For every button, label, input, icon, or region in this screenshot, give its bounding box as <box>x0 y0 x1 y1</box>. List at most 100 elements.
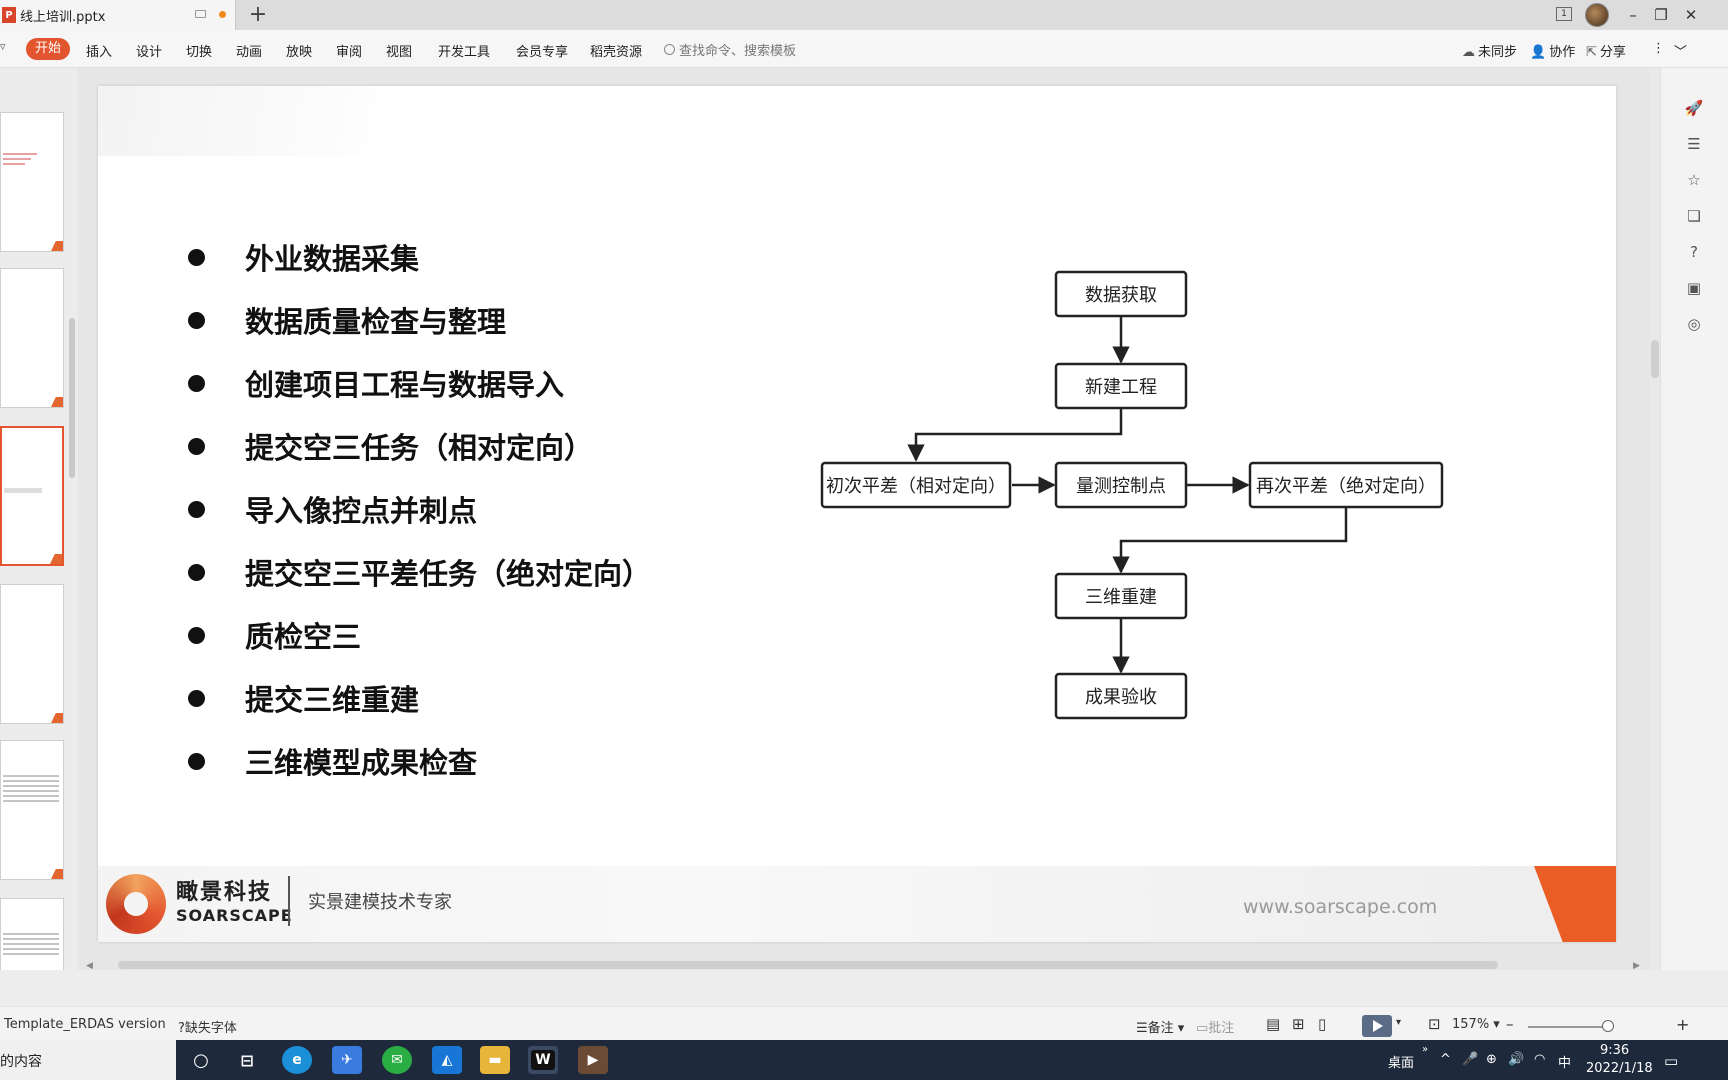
slides-icon[interactable]: ❏ <box>1687 207 1701 225</box>
zoom-slider-knob[interactable] <box>1602 1020 1614 1032</box>
vertical-scrollbar[interactable] <box>1651 340 1659 378</box>
slide-thumbnail-pane <box>0 68 78 970</box>
grid-view-icon[interactable]: ⊞ <box>1292 1015 1305 1033</box>
play-slideshow-button[interactable] <box>1362 1015 1392 1037</box>
minimize-button[interactable]: – <box>1629 6 1637 24</box>
slide-thumbnail[interactable] <box>0 268 64 408</box>
file-explorer-icon[interactable]: ▬ <box>480 1046 510 1074</box>
scroll-left-icon[interactable]: ◀ <box>86 961 93 971</box>
person-icon: 👤 <box>1530 45 1547 60</box>
user-avatar[interactable] <box>1585 3 1609 27</box>
flow-node-acquire <box>1054 270 1188 318</box>
comments-button[interactable]: ▭批注 <box>1196 1021 1235 1036</box>
footer-accent-shape <box>1534 866 1616 942</box>
sliders-icon[interactable]: ☰ <box>1687 135 1701 153</box>
expand-toolbar-icon[interactable]: » <box>1422 1044 1429 1055</box>
title-bar: P 线上培训.pptx + 1 – ❐ ✕ <box>0 0 1728 30</box>
flow-node-second-adjust <box>1248 461 1444 509</box>
clock-time[interactable]: 9:36 <box>1600 1043 1630 1058</box>
question-icon: ? <box>178 1021 185 1036</box>
menu-animation[interactable]: 动画 <box>236 45 263 60</box>
command-search[interactable]: 查找命令、搜索模板 <box>664 40 796 59</box>
window-count-badge[interactable]: 1 <box>1556 7 1572 21</box>
menu-docer[interactable]: 稻壳资源 <box>590 45 643 60</box>
zoom-in-button[interactable]: + <box>1676 1015 1690 1034</box>
notification-center-icon[interactable]: ▭ <box>1664 1052 1679 1070</box>
ime-indicator[interactable]: 中 <box>1558 1056 1572 1071</box>
media-player-icon[interactable]: ▶ <box>578 1046 608 1074</box>
menu-dropdown-icon[interactable]: ▿ <box>0 40 6 53</box>
workflow-diagram: 数据获取 新建工程 初次平差（相对定向） 量测控制点 再次平差（绝对定向） 三维… <box>820 270 1444 720</box>
feishu-icon[interactable]: ✈ <box>332 1046 362 1074</box>
right-tool-sidebar: 🚀 ☰ ☆ ❏ ? ▣ ◎ ⋯ <box>1660 68 1728 993</box>
thumbnail-scrollbar[interactable] <box>69 318 75 478</box>
sync-button[interactable]: ☁未同步 <box>1462 45 1518 60</box>
collapse-ribbon-icon[interactable]: ﹀ <box>1674 45 1688 60</box>
rocket-icon[interactable]: 🚀 <box>1684 99 1704 117</box>
slide-footer: 瞰景科技 SOARSCAPE 实景建模技术专家 www.soarscape.co… <box>98 866 1616 942</box>
clock-date[interactable]: 2022/1/18 <box>1586 1061 1653 1076</box>
slide-header-decoration <box>98 86 398 156</box>
play-options-icon[interactable]: ▾ <box>1396 1017 1402 1028</box>
notes-button[interactable]: ☰备注 ▾ <box>1136 1021 1185 1036</box>
show-hidden-icons-icon[interactable]: ^ <box>1440 1052 1451 1067</box>
cortana-icon[interactable]: ○ <box>193 1049 209 1071</box>
slide-thumbnail[interactable] <box>0 112 64 252</box>
document-tab[interactable]: P 线上培训.pptx <box>0 0 236 30</box>
wps-office-icon[interactable]: W <box>528 1046 558 1074</box>
flow-label-acquire: 数据获取 <box>1085 285 1157 306</box>
menu-review[interactable]: 审阅 <box>336 45 363 60</box>
zoom-level[interactable]: 157% ▾ <box>1452 1017 1500 1032</box>
missing-font-button[interactable]: ?缺失字体 <box>178 1021 237 1036</box>
slide-thumbnail[interactable] <box>0 584 64 724</box>
flow-label-first-adjust: 初次平差（相对定向） <box>826 476 1006 497</box>
menu-developer[interactable]: 开发工具 <box>438 45 491 60</box>
taskbar-search-text: 的内容 <box>0 1054 42 1070</box>
canvas-bottom-gap <box>0 970 1728 1006</box>
security-icon[interactable]: ⊕ <box>1486 1052 1497 1067</box>
windows-taskbar: 的内容 ○ ⊟ e ✈ ✉ ◭ ▬ W ▶ 桌面 » ^ 🎤 ⊕ 🔊 ◠ 中 9… <box>0 1040 1728 1080</box>
new-tab-button[interactable]: + <box>248 2 268 27</box>
slide[interactable]: 外业数据采集 数据质量检查与整理 创建项目工程与数据导入 提交空三任务（相对定向… <box>98 86 1616 942</box>
network-icon[interactable]: ◠ <box>1534 1052 1546 1067</box>
collab-button[interactable]: 👤协作 <box>1530 45 1576 60</box>
scroll-right-icon[interactable]: ▶ <box>1633 961 1640 971</box>
share-button[interactable]: ⇱分享 <box>1586 45 1626 60</box>
slide-thumbnail[interactable] <box>0 740 64 880</box>
close-button[interactable]: ✕ <box>1684 6 1698 24</box>
more-options-icon[interactable]: ⋮ <box>1652 41 1665 56</box>
menu-home[interactable]: 开始 <box>26 38 70 60</box>
normal-view-icon[interactable]: ▤ <box>1266 1015 1281 1033</box>
compass-icon[interactable]: ◎ <box>1687 315 1701 333</box>
tencent-meeting-icon[interactable]: ◭ <box>432 1046 462 1074</box>
image-icon[interactable]: ▣ <box>1686 279 1702 297</box>
menu-design[interactable]: 设计 <box>136 45 163 60</box>
reading-view-icon[interactable]: ▯ <box>1318 1015 1327 1033</box>
menu-view[interactable]: 视图 <box>386 45 413 60</box>
edge-browser-icon[interactable]: e <box>282 1046 312 1074</box>
restore-button[interactable]: ❐ <box>1654 6 1668 24</box>
slide-thumbnail-selected[interactable] <box>0 426 64 566</box>
bullet-item: 提交三维重建 <box>188 677 419 719</box>
menu-insert[interactable]: 插入 <box>86 45 113 60</box>
fit-window-icon[interactable]: ⊡ <box>1428 1015 1441 1033</box>
bullet-item: 创建项目工程与数据导入 <box>188 362 564 404</box>
task-view-icon[interactable]: ⊟ <box>240 1050 254 1070</box>
menu-transition[interactable]: 切换 <box>186 45 213 60</box>
menu-member[interactable]: 会员专享 <box>516 45 569 60</box>
taskbar-search-box[interactable]: 的内容 <box>0 1040 176 1080</box>
volume-icon[interactable]: 🔊 <box>1508 1052 1525 1067</box>
menu-slideshow[interactable]: 放映 <box>286 45 313 60</box>
desktop-toolbar-label[interactable]: 桌面 <box>1388 1056 1415 1071</box>
star-icon[interactable]: ☆ <box>1687 171 1701 189</box>
ribbon-menu: ▿ 开始 插入 设计 切换 动画 放映 审阅 视图 开发工具 会员专享 稻壳资源… <box>0 30 1728 68</box>
wechat-icon[interactable]: ✉ <box>382 1046 412 1074</box>
zoom-out-button[interactable]: – <box>1506 1015 1514 1033</box>
microphone-icon[interactable]: 🎤 <box>1462 1052 1479 1067</box>
cloud-icon: ☁ <box>1462 45 1475 60</box>
slide-thumbnail[interactable] <box>0 898 64 970</box>
brand-slogan: 实景建模技术专家 <box>308 892 452 913</box>
help-icon[interactable]: ? <box>1690 243 1698 261</box>
zoom-slider[interactable] <box>1528 1026 1606 1028</box>
horizontal-scrollbar[interactable] <box>88 960 1638 970</box>
